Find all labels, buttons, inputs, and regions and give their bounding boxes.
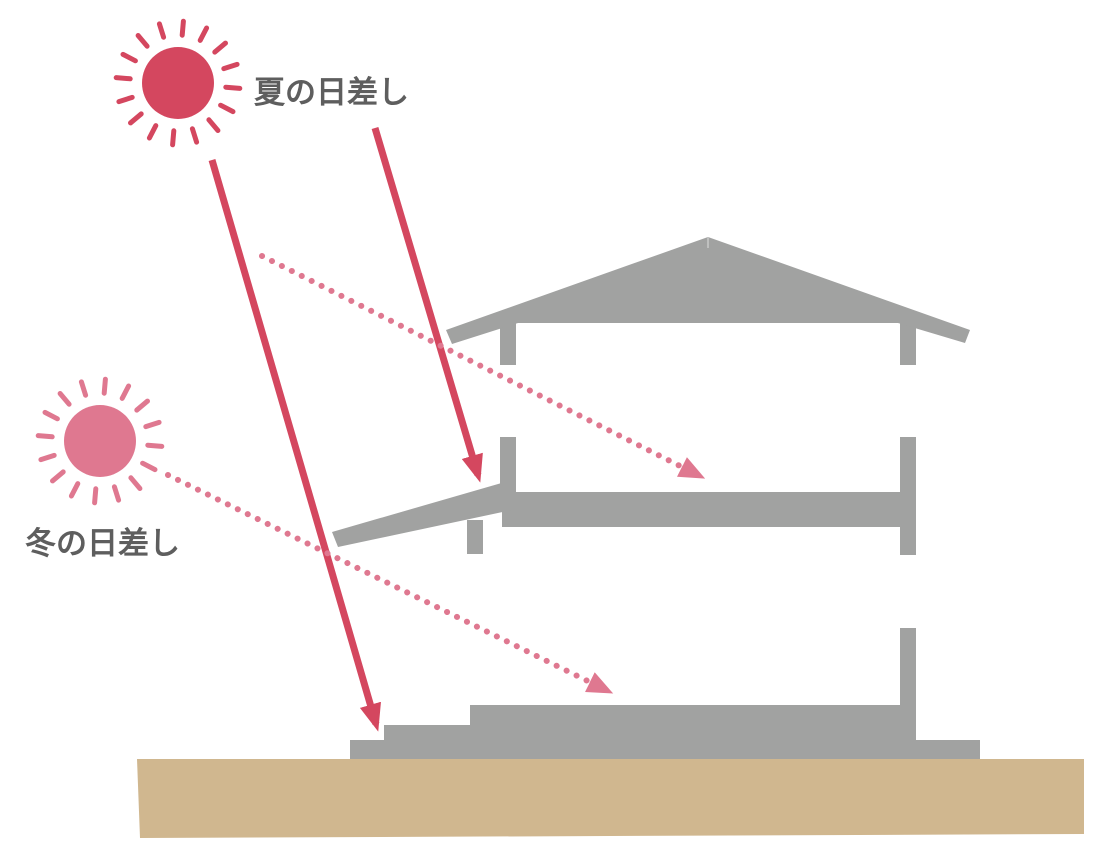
sun-ray — [42, 409, 60, 422]
sun-ray — [111, 484, 122, 503]
sun-ray — [179, 18, 186, 38]
second-floor-slab — [502, 492, 916, 527]
summer-sunlight-label: 夏の日差し — [254, 75, 409, 111]
sun-ray — [68, 481, 81, 499]
sun-ray — [212, 40, 228, 55]
summer-ray-to-eave — [371, 127, 483, 483]
sun-ray — [135, 33, 150, 49]
right-wall-ground — [900, 628, 916, 742]
sun-ray — [119, 383, 132, 401]
roof — [446, 237, 970, 344]
winter-ray-lower — [165, 472, 614, 694]
sun-ray — [128, 475, 143, 491]
sun-ray — [101, 376, 108, 396]
sun-ray — [78, 379, 89, 398]
sun-ray — [50, 469, 66, 484]
winter-sun-icon — [35, 376, 165, 506]
right-wall-second — [900, 318, 916, 365]
sun-ray — [218, 102, 236, 115]
sun-ray — [221, 61, 240, 72]
sun-ray — [128, 111, 144, 126]
sun-ray — [223, 84, 243, 91]
first-floor-slab — [470, 705, 915, 730]
eave-post — [467, 520, 483, 554]
sun-ray — [145, 442, 165, 449]
sun-ray — [146, 123, 159, 141]
left-wall-upper — [500, 437, 516, 497]
eave-overhang — [332, 482, 512, 547]
sun-ray — [170, 128, 177, 148]
sun-ray — [92, 486, 99, 506]
summer-sun-disc — [142, 47, 214, 119]
sun-ray — [189, 126, 200, 145]
sun-ray — [113, 75, 133, 82]
summer-sun-icon — [113, 18, 243, 148]
house-cross-section — [332, 237, 980, 759]
sun-ray — [156, 21, 167, 40]
sun-ray — [35, 433, 55, 440]
winter-ray-upper — [259, 253, 706, 479]
sun-ray — [120, 51, 138, 64]
winter-sun-rays — [35, 376, 165, 506]
sun-ray — [38, 452, 57, 463]
sun-ray — [140, 460, 158, 473]
sun-ray — [116, 94, 135, 105]
summer-sun-rays — [113, 18, 243, 148]
sun-ray — [206, 117, 221, 133]
sun-ray — [197, 25, 210, 43]
winter-sunlight-label: 冬の日差し — [25, 526, 180, 562]
sun-ray — [57, 391, 72, 407]
sun-ray — [134, 398, 150, 413]
ground — [137, 759, 1084, 838]
winter-sun-disc — [64, 405, 136, 477]
sun-ray — [143, 419, 162, 430]
summer-ray-to-ground — [208, 159, 381, 732]
left-wall-attic — [500, 318, 516, 365]
